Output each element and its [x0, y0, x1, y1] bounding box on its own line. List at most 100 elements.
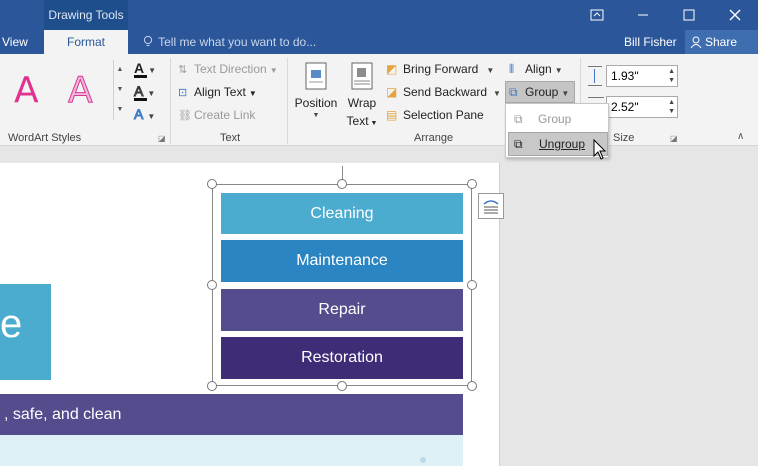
text-outline-icon: A: [133, 83, 144, 100]
minimize-button[interactable]: [620, 0, 666, 30]
collapse-ribbon-icon[interactable]: ∧: [737, 131, 745, 142]
decorative-dot: [420, 457, 426, 463]
text-effects-button[interactable]: A▼: [133, 106, 164, 126]
list-item[interactable]: Cleaning: [221, 193, 463, 234]
group-separator: [287, 58, 288, 144]
selection-pane-icon: ▤: [386, 108, 398, 122]
shape-height-input[interactable]: 1.93" ▲▼: [606, 65, 678, 87]
menu-item-group: ⧉Group: [510, 108, 606, 130]
text-outline-button[interactable]: A▼: [133, 83, 164, 103]
wrap-text-button[interactable]: Wrap Text▼: [342, 60, 382, 130]
tab-view[interactable]: View: [2, 35, 28, 49]
dropdown-arrow-icon: ▼: [147, 112, 156, 121]
group-separator: [170, 58, 171, 144]
chevron-down-icon[interactable]: ▼: [116, 86, 124, 93]
ribbon-display-icon: [590, 9, 604, 21]
maximize-button[interactable]: [666, 0, 712, 30]
dropdown-arrow-icon: ▼: [370, 120, 378, 127]
dialog-launcher-icon[interactable]: ◪: [158, 134, 166, 143]
wrap-label-line2: Text▼: [346, 114, 378, 128]
banner-text-box[interactable]: , safe, and clean: [0, 394, 463, 435]
spinner-icon: ▲▼: [668, 68, 675, 84]
group-button[interactable]: ⧉Group▼: [505, 81, 575, 103]
title-letter: e: [0, 302, 23, 346]
chevron-up-icon[interactable]: ▲: [116, 66, 124, 73]
send-backward-icon: ◪: [386, 85, 398, 99]
tab-format[interactable]: Format: [44, 30, 128, 54]
ribbon-display-options-button[interactable]: [574, 0, 620, 30]
resize-handle-top-left[interactable]: [207, 179, 217, 189]
share-button[interactable]: Share: [685, 30, 758, 54]
wordart-styles-gallery[interactable]: A A: [0, 58, 112, 122]
group-dropdown-menu: ⧉Group ⧉Ungroup: [505, 103, 609, 158]
close-icon: [729, 9, 741, 21]
dropdown-arrow-icon: ▼: [148, 66, 157, 75]
position-label: Position: [294, 96, 338, 110]
bring-forward-icon: ◩: [386, 62, 398, 76]
dropdown-arrow-icon: ▼: [554, 66, 563, 75]
resize-handle-top[interactable]: [337, 179, 347, 189]
resize-handle-left[interactable]: [207, 280, 217, 290]
connector-line: [342, 166, 343, 184]
text-fill-button[interactable]: A▼: [134, 60, 164, 80]
text-direction-icon: ⇅: [178, 64, 188, 76]
lightbulb-icon: [143, 30, 155, 54]
mouse-cursor-icon: [593, 139, 607, 160]
wrap-label-line1: Wrap: [347, 96, 377, 110]
share-label: Share: [705, 35, 738, 49]
wrap-text-icon: [351, 62, 373, 90]
list-item[interactable]: Repair: [221, 289, 463, 331]
ungroup-icon: ⧉: [514, 137, 523, 151]
create-link-button: ⛓Create Link: [178, 106, 255, 124]
tell-me-search[interactable]: Tell me what you want to do...: [143, 30, 316, 54]
text-effects-icon: A: [133, 106, 144, 123]
tell-me-text: Tell me what you want to do...: [158, 35, 317, 49]
group-label-wordart: WordArt Styles: [8, 132, 82, 144]
spinner-icon: ▲▼: [668, 99, 675, 115]
title-block[interactable]: e: [0, 284, 51, 380]
align-text-button[interactable]: ⊡Align Text▼: [178, 83, 257, 101]
gallery-more-icon[interactable]: ▼: [116, 106, 124, 113]
banner-text: , safe, and clean: [4, 406, 122, 423]
list-item[interactable]: Maintenance: [221, 240, 463, 282]
dialog-launcher-icon[interactable]: ◪: [670, 134, 678, 143]
text-fill-icon: A: [134, 60, 145, 76]
resize-handle-top-right[interactable]: [467, 179, 477, 189]
send-backward-button[interactable]: ◪Send Backward▼: [386, 85, 501, 99]
list-item[interactable]: Restoration: [221, 337, 463, 379]
dropdown-arrow-icon: ▼: [147, 89, 156, 98]
menu-item-ungroup[interactable]: ⧉Ungroup: [508, 132, 608, 156]
user-name[interactable]: Bill Fisher: [624, 35, 677, 49]
shape-height-icon: [588, 66, 602, 86]
resize-handle-bottom-right[interactable]: [467, 381, 477, 391]
link-icon: ⛓: [178, 110, 192, 122]
bring-forward-button[interactable]: ◩Bring Forward▼: [386, 62, 495, 76]
dropdown-arrow-icon: ▼: [561, 89, 570, 98]
layout-options-button[interactable]: [478, 193, 504, 219]
wordart-style-pink[interactable]: A: [14, 70, 39, 111]
align-text-icon: ⊡: [178, 87, 188, 99]
align-button[interactable]: ⫴Align▼: [509, 62, 563, 76]
resize-handle-bottom[interactable]: [337, 381, 347, 391]
position-button[interactable]: Position ▼: [292, 60, 340, 128]
resize-handle-right[interactable]: [467, 280, 477, 290]
dropdown-arrow-icon: ▼: [486, 66, 495, 75]
context-tab-label: Drawing Tools: [44, 0, 128, 30]
wordart-style-outline[interactable]: A: [68, 70, 94, 112]
group-label-arrange: Arrange: [414, 132, 454, 144]
align-icon: ⫴: [509, 62, 515, 76]
position-icon: [305, 62, 327, 90]
close-button[interactable]: [712, 0, 758, 30]
dropdown-arrow-icon: ▼: [312, 112, 320, 119]
maximize-icon: [683, 9, 695, 21]
shape-width-input[interactable]: 2.52" ▲▼: [606, 96, 678, 118]
resize-handle-bottom-left[interactable]: [207, 381, 217, 391]
gallery-scroll[interactable]: ▲ ▼ ▼: [113, 60, 126, 120]
group-label-text: Text: [220, 132, 241, 144]
selection-pane-button[interactable]: ▤Selection Pane: [386, 108, 484, 122]
text-direction-button: ⇅Text Direction▼: [178, 60, 278, 78]
person-icon: [690, 36, 702, 49]
group-label-size: Size: [613, 132, 635, 144]
dropdown-arrow-icon: ▼: [248, 89, 257, 98]
